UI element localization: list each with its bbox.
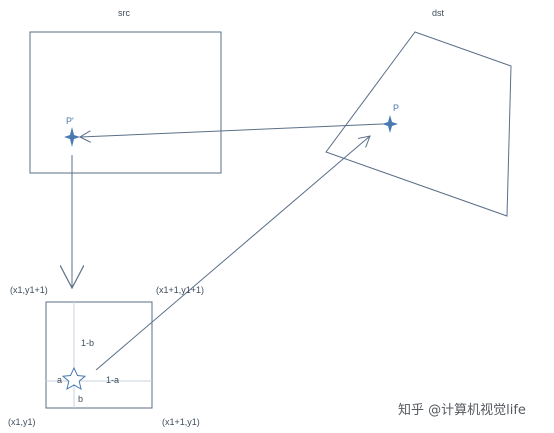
a-label: a: [57, 375, 62, 385]
dst-label: dst: [432, 8, 445, 18]
one-minus-b-label: 1-b: [81, 338, 94, 348]
interpolation-star-icon: [61, 366, 87, 391]
p-label: P: [393, 103, 399, 113]
pixel-cell-box: [45, 301, 153, 409]
watermark-text: 知乎 @计算机视觉life: [398, 402, 526, 418]
arrow-dst-to-src: [80, 123, 384, 137]
corner-top-left-label: (x1,y1+1): [10, 285, 48, 295]
p-prime-star-icon: [64, 127, 80, 147]
p-prime-point: [64, 127, 80, 147]
b-label: b: [78, 394, 83, 404]
p-point: [382, 115, 398, 133]
arrow-grid-to-dst: [95, 136, 370, 371]
one-minus-a-label: 1-a: [106, 375, 119, 385]
dst-image-quad: [325, 31, 512, 217]
corner-bottom-left-label: (x1,y1): [8, 417, 36, 427]
p-prime-label: P': [66, 116, 74, 126]
corner-top-right-label: (x1+1,y1+1): [156, 285, 204, 295]
corner-bottom-right-label: (x1+1,y1): [162, 417, 200, 427]
src-label: src: [118, 8, 130, 18]
src-image-box: [29, 31, 222, 174]
p-star-icon: [382, 115, 398, 133]
